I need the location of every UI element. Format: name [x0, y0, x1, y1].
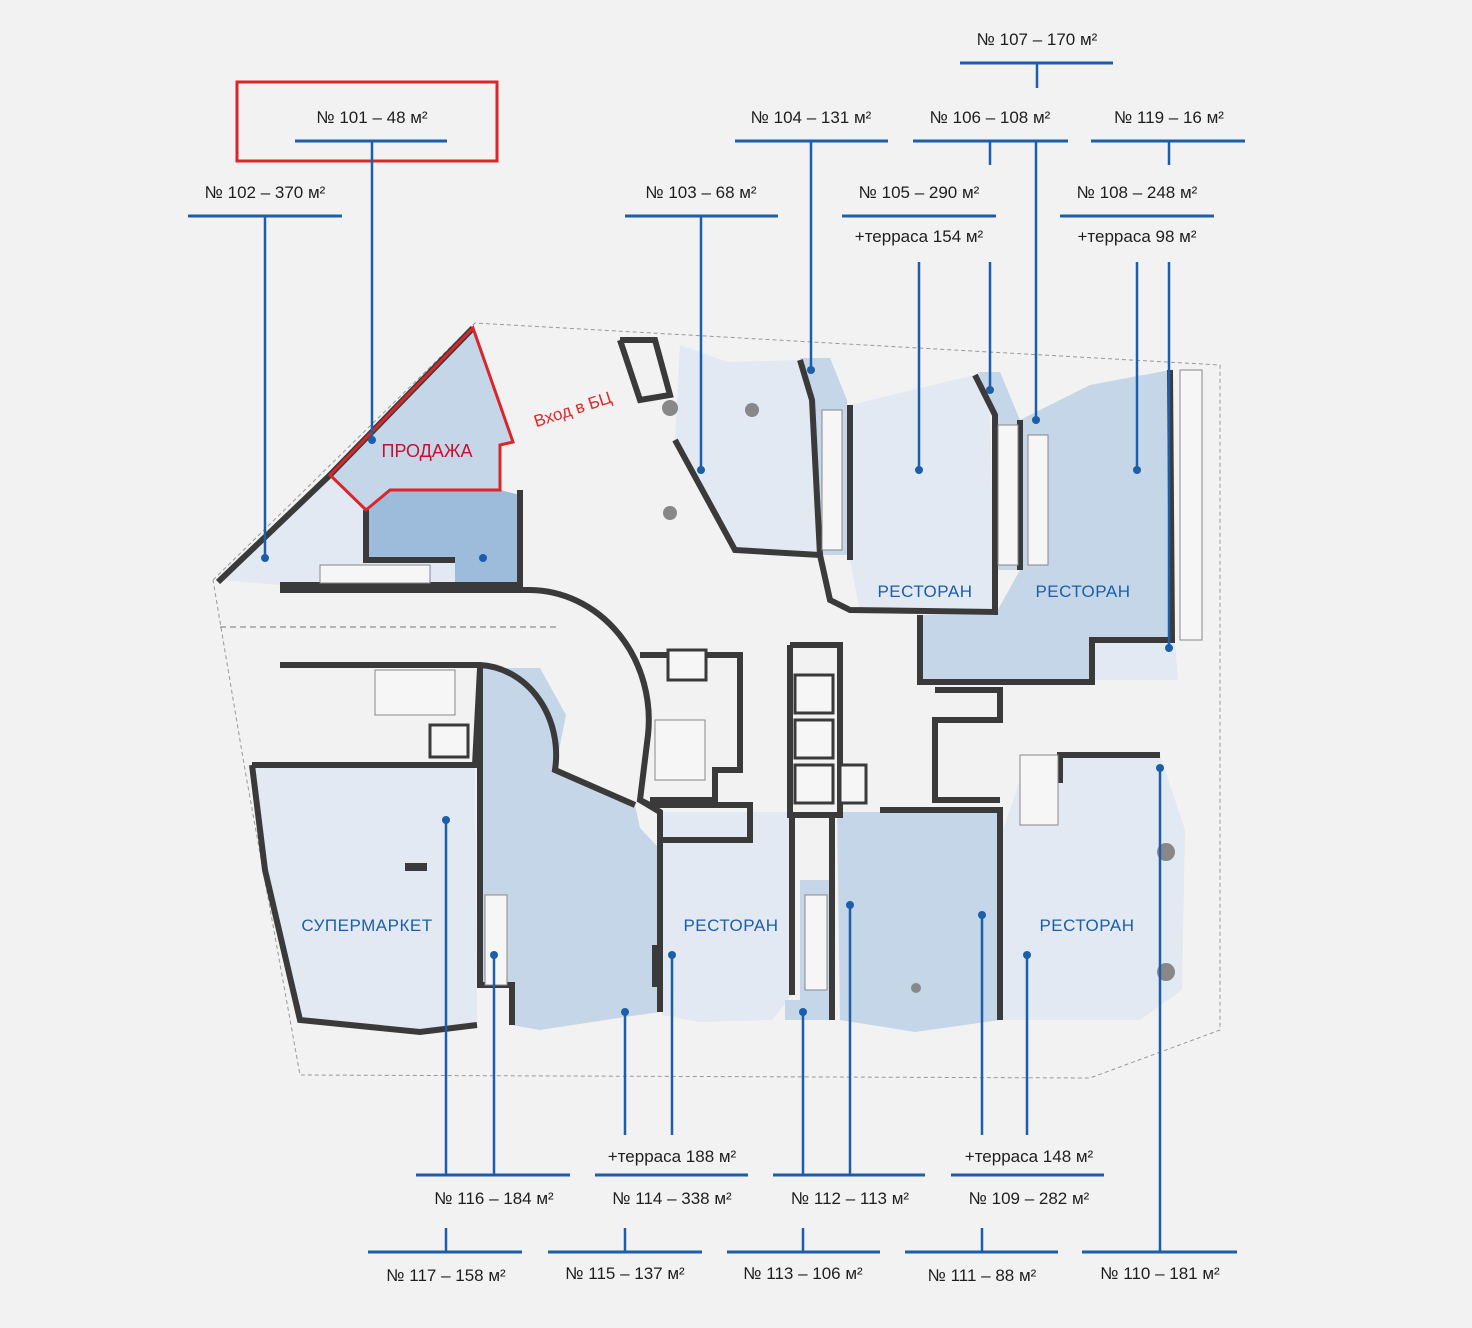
callout-111[interactable]: № 111 – 88 м²	[905, 1228, 1058, 1285]
callout-109[interactable]: +терраса 148 м² № 109 – 282 м²	[951, 911, 1104, 1208]
callout-113[interactable]: № 113 – 106 м²	[727, 1228, 880, 1283]
unit-101-label[interactable]: № 101 – 48 м²	[316, 108, 428, 127]
callout-102[interactable]: № 102 – 370 м²	[188, 183, 342, 562]
unit-117-area[interactable]	[252, 765, 477, 1032]
unit-114-area[interactable]	[660, 812, 792, 1022]
callout-117[interactable]: № 117 – 158 м²	[368, 1228, 522, 1285]
restaurant-label: РЕСТОРАН	[1039, 916, 1134, 935]
stairs	[319, 564, 431, 584]
unit-116-area[interactable]	[480, 668, 660, 1030]
callout-108[interactable]: № 108 – 248 м² +терраса 98 м²	[1060, 183, 1214, 652]
unit-111-label[interactable]: № 111 – 88 м²	[928, 1266, 1037, 1285]
unit-103-area[interactable]	[675, 345, 820, 555]
callout-107[interactable]: № 107 – 170 м²	[960, 30, 1113, 88]
unit-113-area[interactable]	[785, 1000, 832, 1020]
callout-101[interactable]: № 101 – 48 м²	[295, 108, 447, 444]
unit-116-label[interactable]: № 116 – 184 м²	[434, 1189, 554, 1208]
unit-112-label[interactable]: № 112 – 113 м²	[791, 1189, 909, 1208]
callout-110[interactable]: № 110 – 181 м²	[1082, 764, 1237, 1283]
restaurant-label: РЕСТОРАН	[683, 916, 778, 935]
elevators	[428, 648, 868, 805]
unit-106-label[interactable]: № 106 – 108 м²	[930, 108, 1051, 127]
callout-103[interactable]: № 103 – 68 м²	[625, 183, 778, 474]
unit-105-terrace: +терраса 154 м²	[855, 227, 984, 246]
callout-106[interactable]: № 106 – 108 м²	[913, 108, 1068, 424]
corridor-wall	[280, 587, 652, 808]
columns	[662, 400, 1175, 993]
unit-119-label[interactable]: № 119 – 16 м²	[1114, 108, 1224, 127]
callout-112[interactable]: № 112 – 113 м²	[773, 901, 925, 1208]
callout-116[interactable]: № 116 – 184 м²	[416, 816, 570, 1208]
column-block	[405, 863, 427, 871]
unit-109-label[interactable]: № 109 – 282 м²	[969, 1189, 1090, 1208]
callout-119[interactable]: № 119 – 16 м²	[1091, 108, 1245, 165]
unit-102-label[interactable]: № 102 – 370 м²	[205, 183, 326, 202]
unit-108-label[interactable]: № 108 – 248 м²	[1077, 183, 1198, 202]
unit-113-label[interactable]: № 113 – 106 м²	[743, 1264, 863, 1283]
unit-110-label[interactable]: № 110 – 181 м²	[1100, 1264, 1220, 1283]
supermarket-label: СУПЕРМАРКЕТ	[301, 916, 432, 935]
unit-117-label[interactable]: № 117 – 158 м²	[386, 1266, 506, 1285]
callout-115[interactable]: № 115 – 137 м²	[548, 1228, 702, 1283]
corridor-wall-inner	[280, 662, 637, 808]
unit-101-area[interactable]	[330, 328, 513, 510]
unit-114-terrace: +терраса 188 м²	[608, 1147, 737, 1166]
sale-outline	[327, 325, 515, 513]
restaurant-label: РЕСТОРАН	[1035, 582, 1130, 601]
unit-105-area[interactable]	[850, 375, 995, 612]
unit-102-area[interactable]	[220, 475, 455, 585]
site-outline	[212, 322, 1221, 1079]
restaurant-label: РЕСТОРАН	[877, 582, 972, 601]
unit-119-area[interactable]	[1095, 642, 1178, 680]
unit-114-label[interactable]: № 114 – 338 м²	[612, 1189, 732, 1208]
callout-104[interactable]: № 104 – 131 м²	[735, 108, 888, 374]
selected-unit-frame	[235, 80, 499, 163]
unit-105-label[interactable]: № 105 – 290 м²	[859, 183, 980, 202]
unit-109-terrace: +терраса 148 м²	[965, 1147, 1094, 1166]
unit-104-label[interactable]: № 104 – 131 м²	[751, 108, 872, 127]
sale-label: ПРОДАЖА	[382, 441, 473, 461]
unit-111-area[interactable]	[837, 812, 1000, 1032]
callout-114[interactable]: +терраса 188 м² № 114 – 338 м²	[595, 951, 748, 1208]
unit-108-terrace: +терраса 98 м²	[1078, 227, 1197, 246]
unit-115-label[interactable]: № 115 – 137 м²	[565, 1264, 685, 1283]
unit-107-label[interactable]: № 107 – 170 м²	[977, 30, 1098, 49]
unit-103-label[interactable]: № 103 – 68 м²	[645, 183, 757, 202]
entrance-label: Вход в БЦ	[532, 388, 615, 431]
callout-105[interactable]: № 105 – 290 м² +терраса 154 м²	[842, 183, 996, 474]
